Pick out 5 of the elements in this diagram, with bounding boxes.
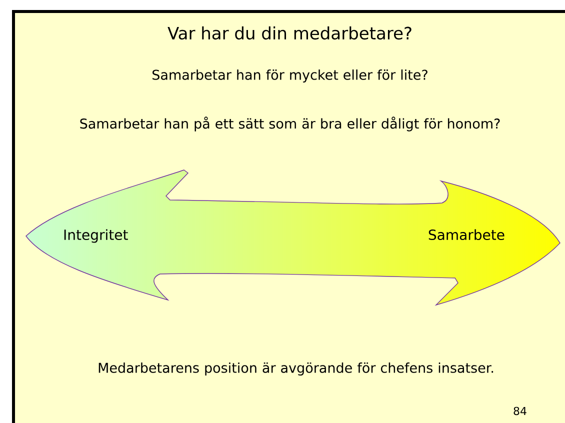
question-text: Samarbetar han på ett sätt som är bra eller dåligt för honom?: [80, 116, 500, 132]
page-number: 84: [514, 406, 526, 416]
conclusion-text: Medarbetarens position är avgörande för chefens insatser.: [98, 362, 494, 376]
question-text: Samarbetar han för mycket eller för lite?: [152, 69, 428, 83]
slide-title: Var har du din medarbetare?: [168, 26, 412, 40]
